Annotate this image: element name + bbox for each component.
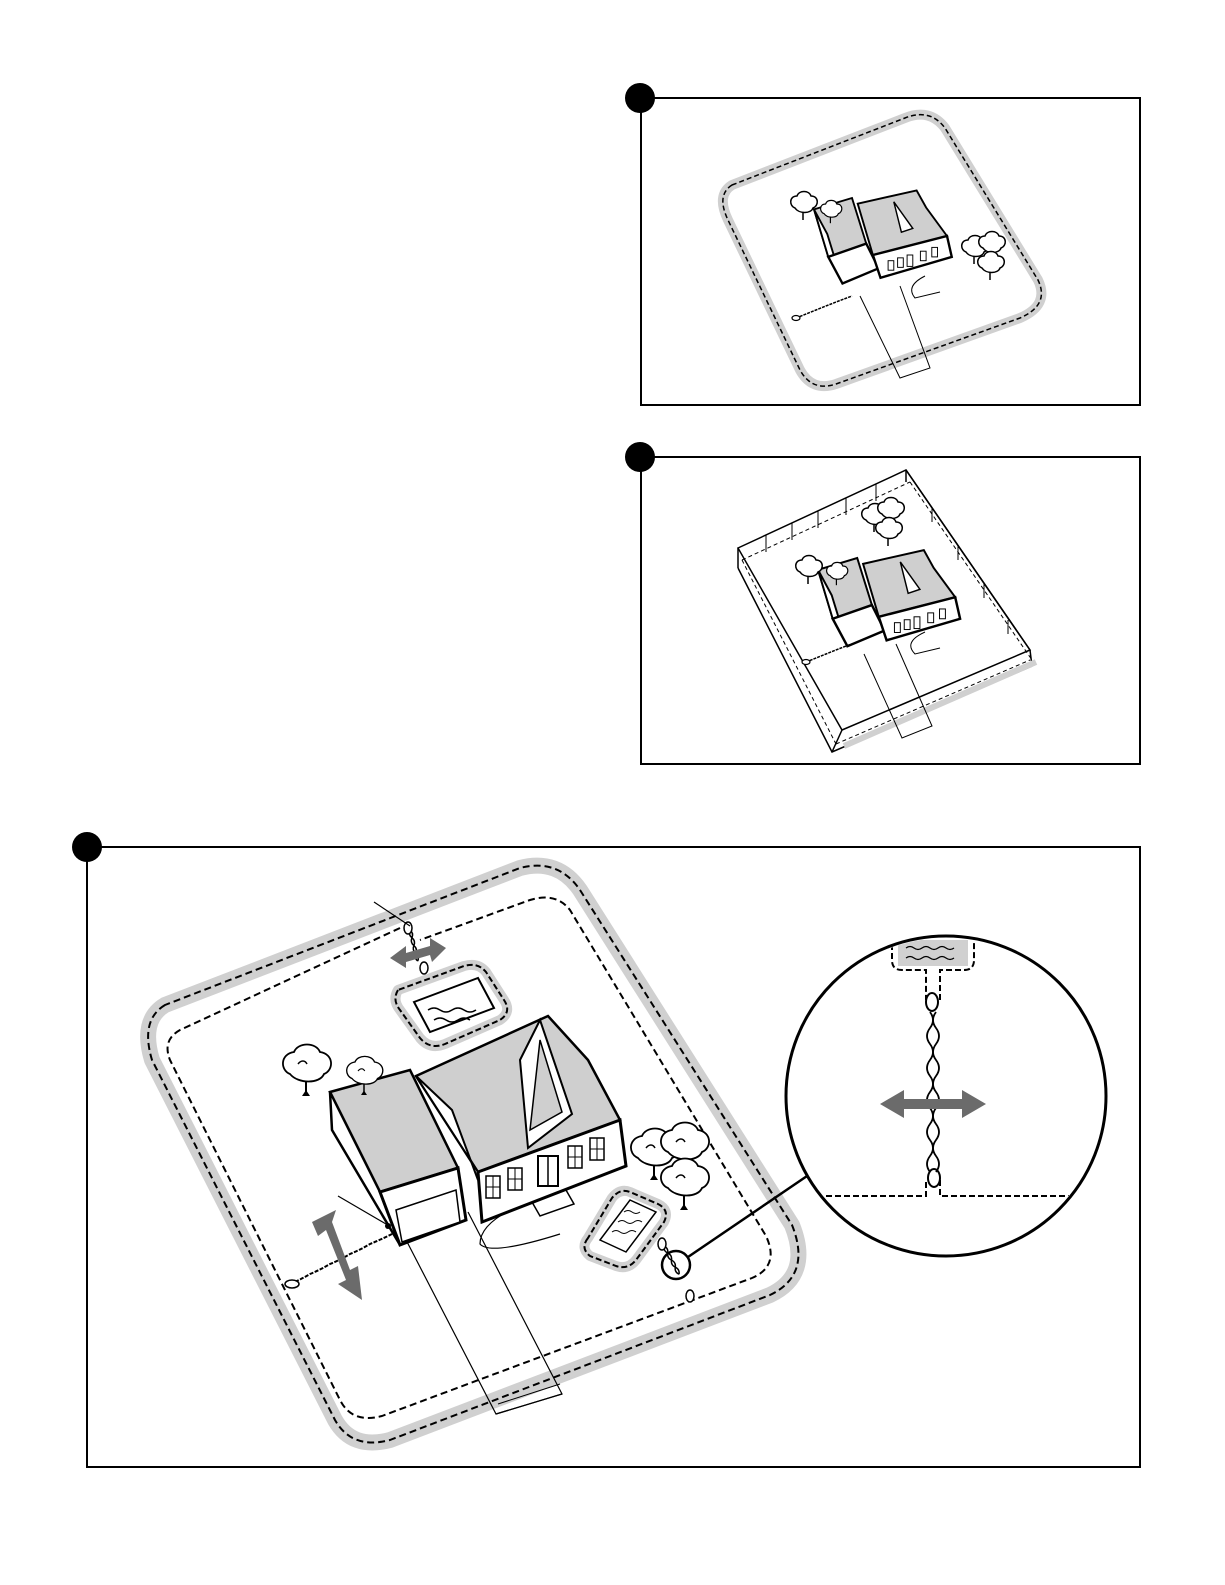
splice bbox=[792, 316, 800, 321]
splice bbox=[926, 993, 938, 1011]
figure-marker-dot bbox=[72, 832, 102, 862]
figure-2 bbox=[625, 442, 1140, 764]
splice bbox=[658, 1238, 666, 1250]
figure-marker-dot bbox=[625, 83, 655, 113]
figure-marker-dot bbox=[625, 442, 655, 472]
splice bbox=[802, 660, 810, 665]
splice bbox=[404, 922, 412, 934]
magnifier-inset bbox=[786, 935, 1106, 1256]
splice bbox=[420, 962, 428, 974]
figure-3 bbox=[72, 832, 1140, 1467]
splice bbox=[686, 1290, 694, 1302]
splice bbox=[285, 1280, 299, 1288]
figure-1 bbox=[625, 83, 1140, 405]
